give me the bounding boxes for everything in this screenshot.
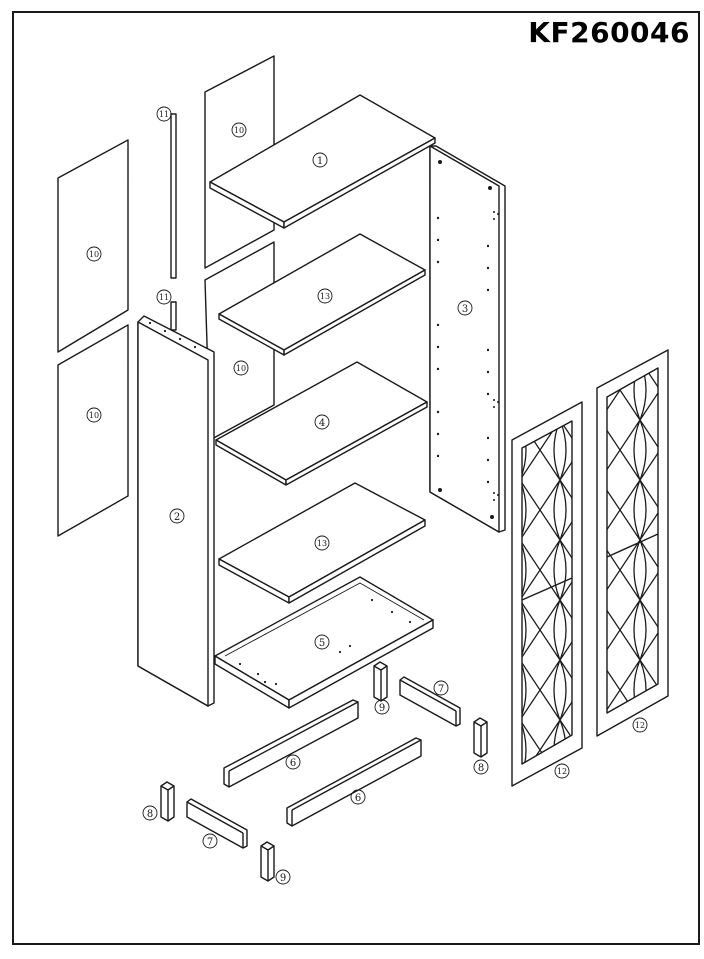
callout-side-right: 3 [457,300,473,316]
callout-number: 10 [234,126,244,135]
callout-number: 10 [89,411,99,420]
callout-number: 3 [462,304,468,315]
door-right [596,349,669,737]
part-callouts: 1 2 3 4 5 6 6 7 7 8 8 9 9 10 10 10 10 11… [86,106,648,885]
callout-short-rail-right: 7 [433,680,449,696]
callout-number: 7 [207,837,213,848]
callout-number: 6 [355,793,361,804]
callout-number: 9 [379,703,385,714]
bottom-panel [214,576,434,709]
callout-number: 7 [438,684,444,695]
callout-number: 13 [320,292,330,301]
back-panel-lower-left [57,324,129,537]
callout-number: 11 [159,110,169,119]
callout-back-panel-upper-right: 10 [231,122,247,138]
side-left [137,315,215,707]
callout-joining-strip-lower: 11 [156,289,172,305]
callout-number: 12 [557,767,567,776]
callout-back-panel-lower-left: 10 [86,407,102,423]
callout-back-panel-lower-right: 10 [233,360,249,376]
callout-short-rail-left: 7 [202,833,218,849]
short-rail-right [399,676,461,727]
callout-leg-front-left: 8 [142,805,158,821]
callout-long-rail-back: 6 [350,789,366,805]
callout-number: 4 [319,418,325,429]
model-code: KF260046 [528,16,690,49]
callout-shelf-top: 1 [312,152,328,168]
callout-shelf-fixed: 4 [314,414,330,430]
back-panel-upper-left [57,139,129,353]
shelf-adjustable-upper [218,233,426,356]
callout-number: 8 [147,809,153,820]
callout-number: 10 [89,250,99,259]
joining-strip-upper [170,113,177,279]
shelf-top [209,94,436,229]
callout-number: 10 [236,364,246,373]
leg-front-left [160,781,175,822]
callout-number: 13 [317,539,327,548]
callout-leg-back-left: 9 [374,699,390,715]
callout-back-panel-upper-left: 10 [86,246,102,262]
callout-joining-strip-upper: 11 [156,106,172,122]
long-rail-front [223,699,359,788]
leg-back-left [373,661,388,702]
callout-long-rail-front: 6 [285,754,301,770]
callout-shelf-adjustable-upper: 13 [317,288,333,304]
callout-number: 12 [635,721,645,730]
callout-door-left: 12 [554,763,570,779]
shelf-fixed [215,361,428,486]
callout-side-left: 2 [169,508,185,524]
sheet-border [12,11,700,945]
door-left [511,401,583,787]
callout-number: 6 [290,758,296,769]
joining-strip-lower [170,301,177,331]
leg-front-right [260,841,275,882]
callout-number: 8 [478,763,484,774]
callout-number: 5 [319,638,325,649]
callout-number: 2 [174,512,180,523]
callout-number: 1 [317,156,323,167]
shelf-adjustable-lower [218,482,426,604]
callout-number: 9 [280,873,286,884]
callout-door-right: 12 [632,717,648,733]
short-rail-left [186,798,248,849]
callout-shelf-adjustable-lower: 13 [314,535,330,551]
callout-bottom-panel: 5 [314,634,330,650]
callout-number: 11 [159,293,169,302]
callout-leg-back-right: 8 [473,759,489,775]
back-panel-upper-right [204,55,275,269]
side-right [429,145,506,533]
leg-back-right [473,717,488,758]
long-rail-back [286,737,422,827]
callout-leg-front-right: 9 [275,869,291,885]
